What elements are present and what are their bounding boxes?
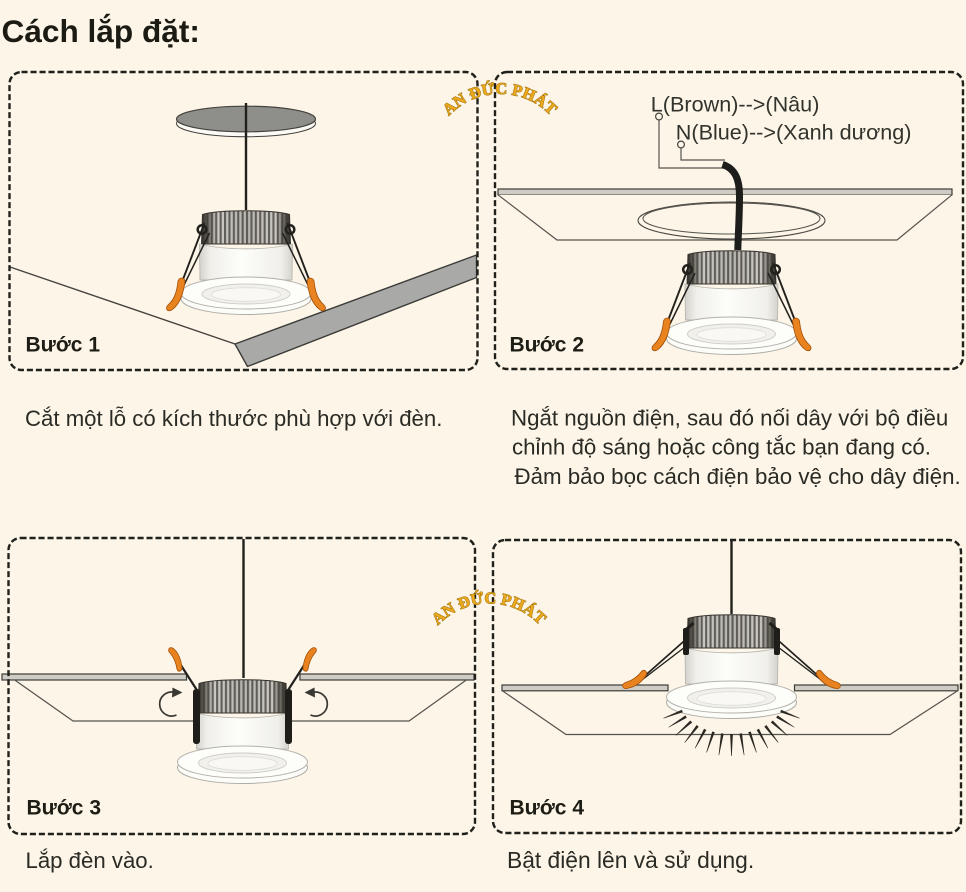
- svg-text:Bước 4: Bước 4: [510, 797, 585, 820]
- svg-text:chỉnh độ sáng hoặc công tắc bạ: chỉnh độ sáng hoặc công tắc bạn đang có.: [512, 435, 931, 460]
- svg-text:N(Blue)-->(Xanh dương): N(Blue)-->(Xanh dương): [676, 120, 912, 145]
- svg-text:Bước 1: Bước 1: [26, 334, 101, 357]
- svg-text:Bật điện lên và sử dụng.: Bật điện lên và sử dụng.: [507, 847, 754, 873]
- svg-text:L(Brown)-->(Nâu): L(Brown)-->(Nâu): [651, 92, 820, 117]
- svg-text:Bước 2: Bước 2: [510, 334, 585, 357]
- svg-text:Bước 3: Bước 3: [27, 797, 102, 820]
- svg-text:Cách lắp đặt:: Cách lắp đặt:: [2, 13, 200, 49]
- svg-text:Đảm bảo bọc cách điện bảo vệ c: Đảm bảo bọc cách điện bảo vệ cho dây điệ…: [515, 464, 961, 489]
- svg-text:Ngắt nguồn điện, sau đó nối dâ: Ngắt nguồn điện, sau đó nối dây với bộ đ…: [511, 406, 948, 431]
- svg-text:Lắp đèn vào.: Lắp đèn vào.: [26, 848, 154, 873]
- svg-text:Cắt một lỗ có kích thước phù h: Cắt một lỗ có kích thước phù hợp với đèn…: [25, 406, 442, 431]
